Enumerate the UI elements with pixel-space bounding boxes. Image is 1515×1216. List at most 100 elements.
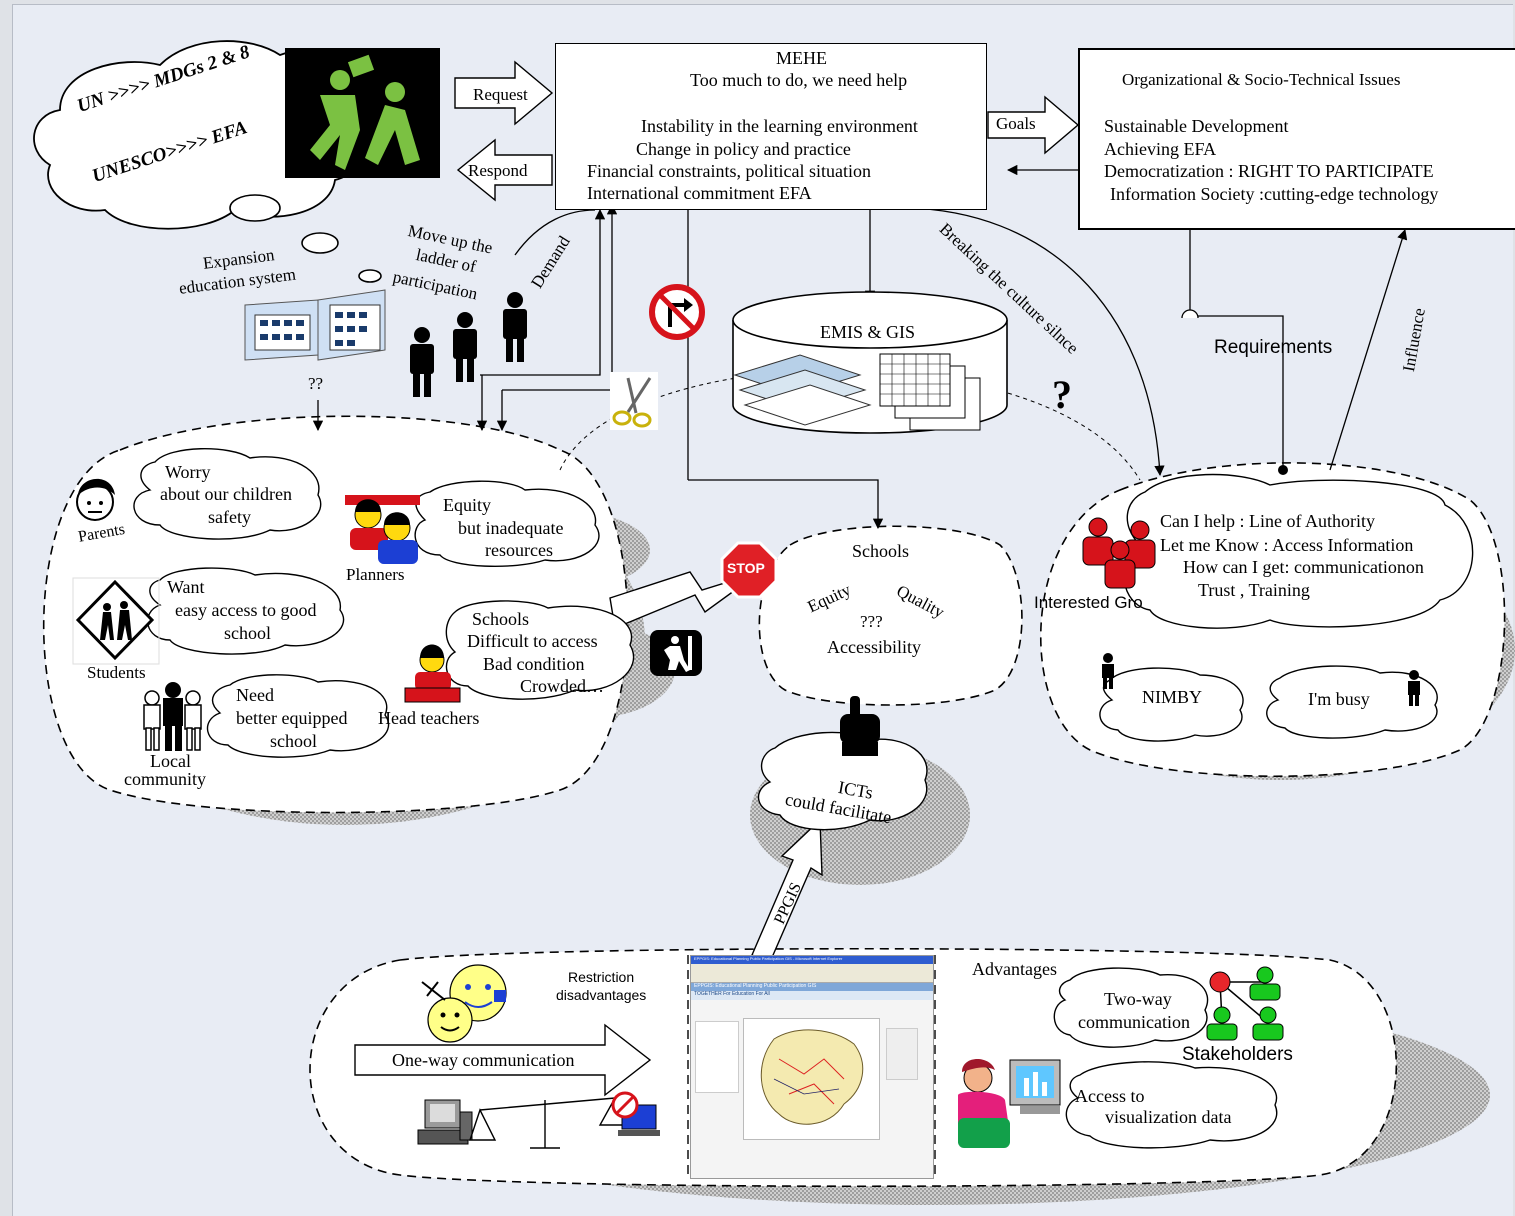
side-buttons — [886, 1028, 918, 1080]
head-teachers-cloud-line1: Schools — [472, 609, 530, 629]
school-buildings — [244, 289, 386, 361]
schools-region — [758, 525, 1023, 706]
head-teachers-cloud-line2: Difficult to access — [467, 631, 598, 651]
students-cloud-line1: Want — [167, 577, 205, 597]
issues-line2: Achieving EFA — [1104, 139, 1217, 159]
interested-line2: Let me Know : Access Information — [1160, 535, 1414, 555]
students-cloud-line2: easy access to good — [175, 600, 317, 620]
schools-accessibility: Accessibility — [827, 637, 921, 657]
community-label-line2: community — [124, 769, 206, 789]
computer-icon — [417, 1099, 473, 1145]
browser-menubar — [691, 964, 933, 983]
community-cloud-line3: school — [270, 731, 317, 751]
advantages-line1: Two-way — [1104, 989, 1172, 1009]
head-teacher-icon — [404, 644, 461, 703]
nimby-label: NIMBY — [1142, 687, 1203, 707]
community-label-line1: Local — [150, 751, 191, 771]
pointing-hand-icon — [840, 696, 880, 756]
students-label: Students — [87, 663, 146, 682]
requirements-label: Requirements — [1214, 337, 1333, 358]
people-icons — [410, 292, 527, 397]
schools-unknown: ??? — [860, 612, 883, 631]
mehe-title: MEHE — [776, 48, 827, 68]
efa-logo-figures — [310, 54, 420, 170]
interested-line1: Can I help : Line of Authority — [1160, 511, 1375, 531]
app-header: EPPGIS: Educational Planning Public Part… — [691, 983, 933, 991]
head-teachers-cloud-line4: Crowded… — [520, 676, 604, 696]
interested-line4: Trust , Training — [1198, 580, 1310, 600]
mehe-box — [555, 43, 987, 210]
mehe-line3: Change in policy and practice — [636, 139, 851, 159]
mehe-line2: Instability in the learning environment — [641, 116, 918, 136]
eppgis-screenshot: EPPGIS: Educational Planning Public Part… — [690, 955, 934, 1179]
stop-sign — [720, 541, 778, 599]
issues-box — [1078, 48, 1515, 230]
advantages-title: Advantages — [972, 959, 1057, 979]
stakeholders-icon — [1206, 966, 1284, 1041]
community-cloud-line1: Need — [236, 685, 274, 705]
request-arrow — [454, 60, 554, 126]
emis-label: EMIS & GIS — [820, 322, 916, 342]
interested-group-icon — [1082, 517, 1156, 589]
access-line2: visualization data — [1105, 1107, 1232, 1127]
students-icon — [72, 577, 160, 665]
community-cloud-line2: better equipped — [236, 708, 348, 728]
planners-cloud-line1: Equity — [443, 495, 491, 515]
respond-label: Respond — [468, 161, 528, 180]
respond-arrow — [456, 138, 553, 202]
parents-cloud-line3: safety — [208, 507, 251, 527]
woman-computer-icon — [958, 1058, 1061, 1148]
emis-database — [732, 291, 1008, 434]
app-subheader: TOGETHER For Education For All — [691, 991, 933, 1000]
question-marks-small: ?? — [308, 374, 324, 393]
stop-label: STOP — [727, 560, 765, 576]
map-panel — [743, 1018, 880, 1140]
head-teachers-label: Head teachers — [378, 708, 480, 728]
climber-icon — [650, 630, 702, 676]
smiley-icons — [421, 964, 507, 1043]
browser-title: EPPGIS: Educational Planning Public Part… — [694, 956, 843, 961]
issues-line4: Information Society :cutting-edge techno… — [1110, 184, 1439, 204]
interested-label: Interested Gro — [1034, 593, 1143, 612]
mehe-line1: Too much to do, we need help — [690, 70, 908, 90]
stakeholders-label: Stakeholders — [1182, 1044, 1293, 1065]
issues-line3: Democratization : RIGHT TO PARTICIPATE — [1104, 161, 1434, 181]
browser-titlebar — [691, 956, 933, 964]
advantages-line2: communication — [1078, 1012, 1190, 1032]
mehe-line4: Financial constraints, political situati… — [587, 161, 871, 181]
head-teachers-cloud-line3: Bad condition — [483, 654, 585, 674]
local-community-icon — [143, 682, 202, 751]
ppgis-arrow — [751, 818, 823, 963]
connector-lines — [312, 164, 1408, 530]
parents-cloud-line1: Worry — [165, 462, 211, 482]
planners-icon — [345, 495, 420, 564]
question-mark-large: ? — [1052, 372, 1072, 417]
busy-label: I'm busy — [1308, 689, 1370, 709]
students-cloud-line3: school — [224, 623, 271, 643]
issues-line1: Sustainable Development — [1104, 116, 1289, 136]
scissors-icon — [610, 372, 658, 430]
schools-title: Schools — [852, 541, 910, 561]
parents-cloud-line2: about our children — [160, 484, 292, 504]
parents-icon — [76, 478, 115, 521]
request-label: Request — [473, 85, 528, 104]
mehe-line5: International commitment EFA — [587, 183, 812, 203]
goals-arrow — [987, 95, 1080, 155]
restriction-line1: Restriction — [568, 969, 635, 985]
interested-line3: How can I get: communicationon — [1183, 557, 1424, 577]
planners-cloud-line3: resources — [485, 540, 553, 560]
restriction-line2: disadvantages — [556, 987, 647, 1003]
small-person-icons — [1102, 653, 1420, 706]
goals-label: Goals — [996, 114, 1036, 133]
layer-list — [695, 1021, 739, 1093]
planners-label: Planners — [346, 565, 405, 584]
speech-clouds — [133, 448, 1474, 1149]
no-computer-icon — [611, 1091, 660, 1136]
planners-cloud-line2: but inadequate — [458, 518, 564, 538]
access-line1: Access to — [1075, 1086, 1145, 1106]
issues-title: Organizational & Socio-Technical Issues — [1122, 70, 1401, 89]
one-way-label: One-way communication — [392, 1050, 575, 1070]
no-turn-sign — [649, 284, 705, 340]
one-way-arrow — [354, 1023, 652, 1097]
